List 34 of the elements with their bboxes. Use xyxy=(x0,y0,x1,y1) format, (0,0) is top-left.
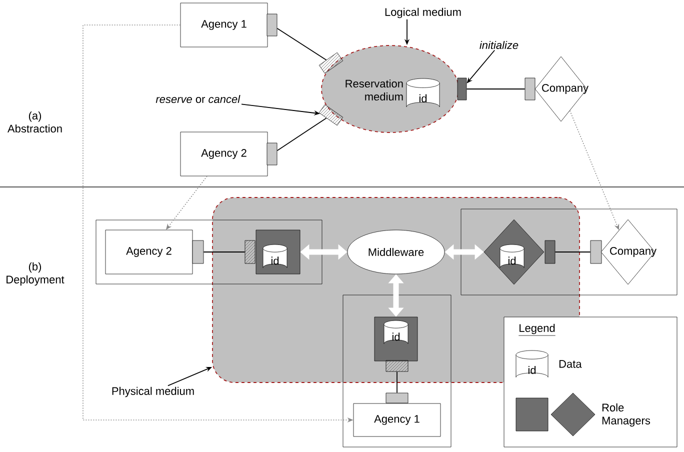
connector-line xyxy=(276,118,327,152)
legend-text: Role Managers xyxy=(602,403,650,427)
port xyxy=(318,104,344,126)
annotation-label: Physical medium xyxy=(112,386,194,398)
port xyxy=(386,392,408,404)
annotation-label: reserve or cancel xyxy=(156,94,240,104)
data-cylinder: id xyxy=(384,320,408,344)
port xyxy=(244,240,256,264)
port xyxy=(192,240,204,264)
annotation-label: initialize xyxy=(480,40,518,50)
port xyxy=(266,14,278,36)
port xyxy=(590,240,602,264)
port xyxy=(266,142,278,166)
agency-box: Agency 2 xyxy=(180,132,268,176)
symbol-label: id xyxy=(528,366,536,374)
legend-text: Data xyxy=(559,360,582,368)
legend-heading: Legend xyxy=(518,324,556,336)
port xyxy=(544,240,556,264)
agency-box: Agency 1 xyxy=(353,403,441,437)
connector-line xyxy=(276,28,327,60)
port xyxy=(524,78,536,100)
connector-line xyxy=(466,88,526,90)
data-cylinder: id xyxy=(406,78,440,108)
port xyxy=(457,78,467,100)
port xyxy=(318,52,344,74)
data-cylinder: id xyxy=(500,244,524,268)
agency-box: Agency 2 xyxy=(105,230,193,274)
port xyxy=(386,360,408,372)
connector-line xyxy=(396,371,398,394)
section-label: (a) Abstraction xyxy=(8,111,62,133)
data-cylinder: id xyxy=(262,244,288,268)
annotation-label: Logical medium xyxy=(385,8,461,18)
agency-box: Agency 1 xyxy=(180,2,268,48)
section-label: (b) Deployment xyxy=(6,262,64,286)
